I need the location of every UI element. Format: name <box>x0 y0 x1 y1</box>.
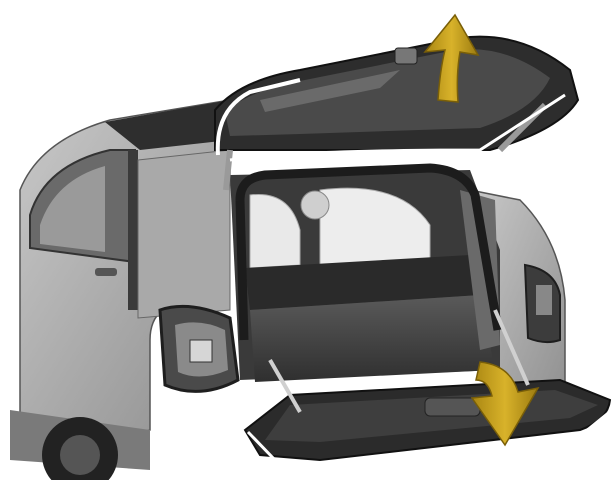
tail-light-left <box>160 306 238 391</box>
car-body <box>10 100 230 480</box>
cargo-area <box>230 168 500 382</box>
